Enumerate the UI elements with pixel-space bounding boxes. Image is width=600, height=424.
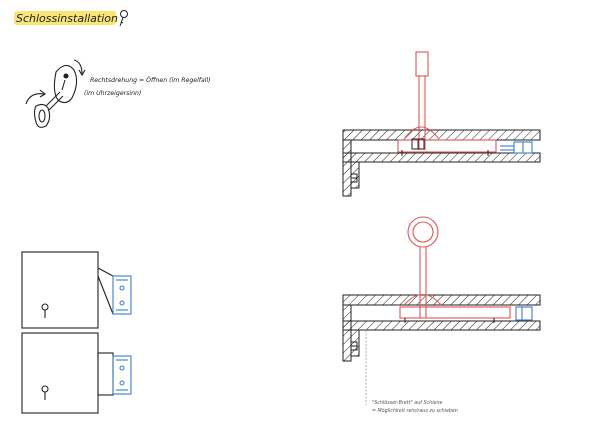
shelf-bottom-hatched bbox=[342, 320, 541, 331]
rotation-note-line-1: Rechtsdrehung = Öffnen (im Regelfall) bbox=[90, 75, 211, 84]
key-rotation-sketch bbox=[25, 59, 86, 128]
projection-line bbox=[97, 275, 114, 315]
lock-body-open bbox=[112, 355, 132, 395]
projection-line bbox=[97, 267, 114, 277]
side-wall-hatched bbox=[342, 139, 352, 197]
lower-wall-hatched bbox=[350, 329, 360, 357]
key-bow-outline bbox=[33, 103, 51, 128]
title-group: Schlossinstallation bbox=[14, 10, 128, 27]
lock-body-closed bbox=[112, 275, 132, 315]
drawer-body-side bbox=[97, 352, 114, 396]
bracket bbox=[350, 173, 358, 183]
key-icon bbox=[119, 10, 128, 27]
rotation-arrow-icon bbox=[73, 59, 86, 77]
latch-blue bbox=[515, 306, 533, 321]
lock-cylinder-outline bbox=[53, 64, 78, 104]
drawer-front-closed bbox=[21, 251, 99, 329]
drawer-open-sketch bbox=[21, 332, 114, 414]
bottom-note-line-2: = Möglichkeit rein/raus zu schieben bbox=[372, 408, 458, 414]
rotation-note-line-2: (im Uhrzeigersinn) bbox=[84, 90, 141, 97]
shelf-top-hatched bbox=[342, 129, 541, 141]
shelf-bottom-hatched bbox=[342, 152, 541, 163]
cross-section-bottom bbox=[342, 216, 541, 405]
title-highlight bbox=[14, 11, 116, 25]
latch-blue bbox=[500, 141, 533, 154]
cylinder-dark bbox=[411, 138, 425, 150]
keyhole-icon bbox=[41, 385, 49, 400]
page-title: Schlossinstallation bbox=[16, 12, 118, 25]
drawer-front-open bbox=[21, 332, 99, 414]
keyhole-icon bbox=[41, 303, 49, 318]
bracket bbox=[350, 341, 358, 351]
key-ring-red bbox=[399, 216, 511, 319]
cross-section-top bbox=[342, 51, 541, 197]
drawer-closed-sketch bbox=[21, 251, 114, 329]
screws bbox=[404, 318, 495, 323]
shelf-top-hatched bbox=[342, 294, 541, 306]
side-wall-hatched bbox=[342, 304, 352, 362]
key-long-red bbox=[397, 51, 497, 153]
lower-wall-hatched bbox=[350, 161, 360, 189]
screws bbox=[401, 150, 489, 156]
rotation-arrow-icon bbox=[25, 89, 46, 105]
bottom-note-line-1: "Schlösser-Brett" auf Schiene bbox=[372, 400, 443, 406]
